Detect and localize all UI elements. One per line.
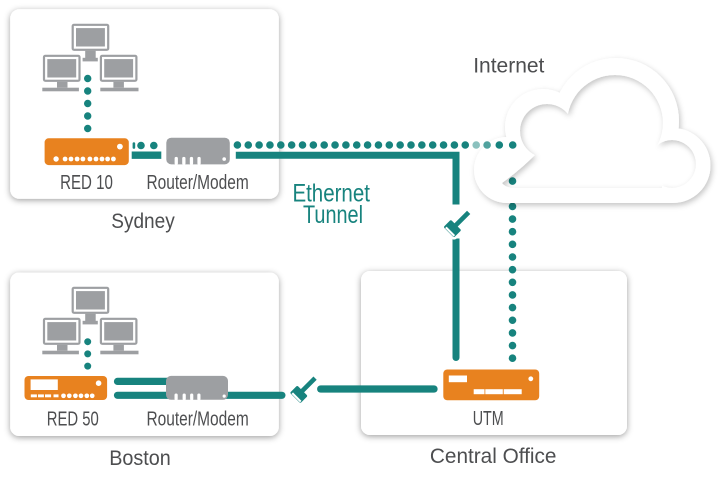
svg-text:Router/Modem: Router/Modem bbox=[146, 172, 248, 194]
svg-text:RED 10: RED 10 bbox=[60, 172, 113, 194]
svg-text:Central Office: Central Office bbox=[430, 444, 557, 468]
svg-text:Router/Modem: Router/Modem bbox=[146, 409, 248, 431]
svg-text:RED 50: RED 50 bbox=[47, 409, 99, 431]
svg-text:Ethernet: Ethernet bbox=[292, 179, 370, 207]
svg-text:Internet: Internet bbox=[473, 53, 544, 77]
svg-text:UTM: UTM bbox=[473, 408, 504, 430]
svg-text:Tunnel: Tunnel bbox=[303, 201, 363, 229]
svg-text:Sydney: Sydney bbox=[111, 209, 175, 233]
svg-text:Boston: Boston bbox=[109, 446, 171, 470]
